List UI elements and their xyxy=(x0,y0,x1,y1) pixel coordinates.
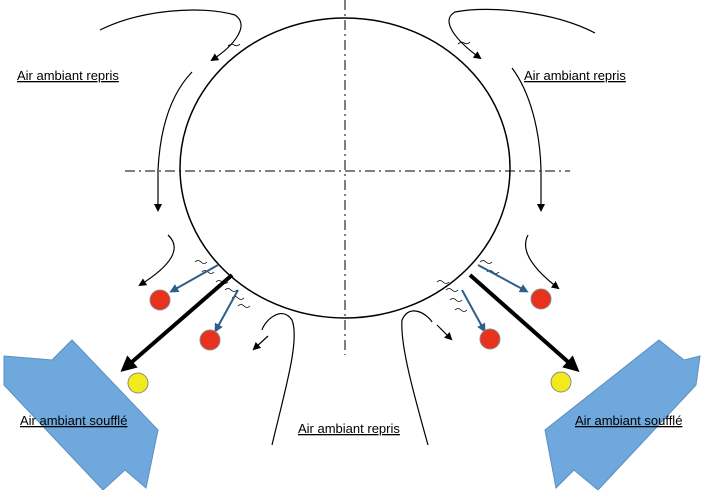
right-side-flow-arrow xyxy=(511,67,545,212)
jet-arrow-right-outer xyxy=(477,264,529,293)
bottom-left-lobe xyxy=(261,313,295,446)
blown-air-arrow-left xyxy=(3,339,159,490)
left-side-flow-arrow xyxy=(154,71,193,212)
bottom-right-lobe xyxy=(401,310,433,446)
body-ellipse xyxy=(179,17,511,319)
label-left-blown: Air ambiant soufflé xyxy=(20,413,127,428)
bold-arrow-right xyxy=(468,273,580,372)
jet-arrow-left-outer xyxy=(169,264,219,293)
jet-arrow-left-inner xyxy=(214,289,239,333)
label-bottom-center: Air ambiant repris xyxy=(298,421,400,436)
left-curl-arrow xyxy=(138,234,175,287)
top-right-flow-arrow xyxy=(448,8,596,60)
red-dot-right-outer xyxy=(530,288,552,310)
label-top-left: Air ambiant repris xyxy=(17,68,119,83)
right-wiggles xyxy=(436,260,500,312)
top-right-wiggle xyxy=(457,41,471,45)
top-left-flow-arrow xyxy=(99,9,242,62)
top-left-wiggle xyxy=(227,43,241,47)
right-curl-arrow xyxy=(524,234,560,290)
label-right-blown: Air ambiant soufflé xyxy=(575,413,682,428)
bottom-right-small-arrow xyxy=(436,324,453,341)
label-top-right: Air ambiant repris xyxy=(524,68,626,83)
blown-air-arrow-right xyxy=(544,339,701,490)
bottom-left-small-arrow xyxy=(252,335,269,351)
yellow-dot-left xyxy=(127,372,149,394)
red-dot-left-outer xyxy=(149,289,171,311)
bold-arrow-left xyxy=(120,273,234,372)
jet-arrow-right-inner xyxy=(461,289,486,333)
red-dot-right-inner xyxy=(479,328,501,350)
yellow-dot-right xyxy=(550,371,572,393)
red-dot-left-inner xyxy=(199,329,221,351)
